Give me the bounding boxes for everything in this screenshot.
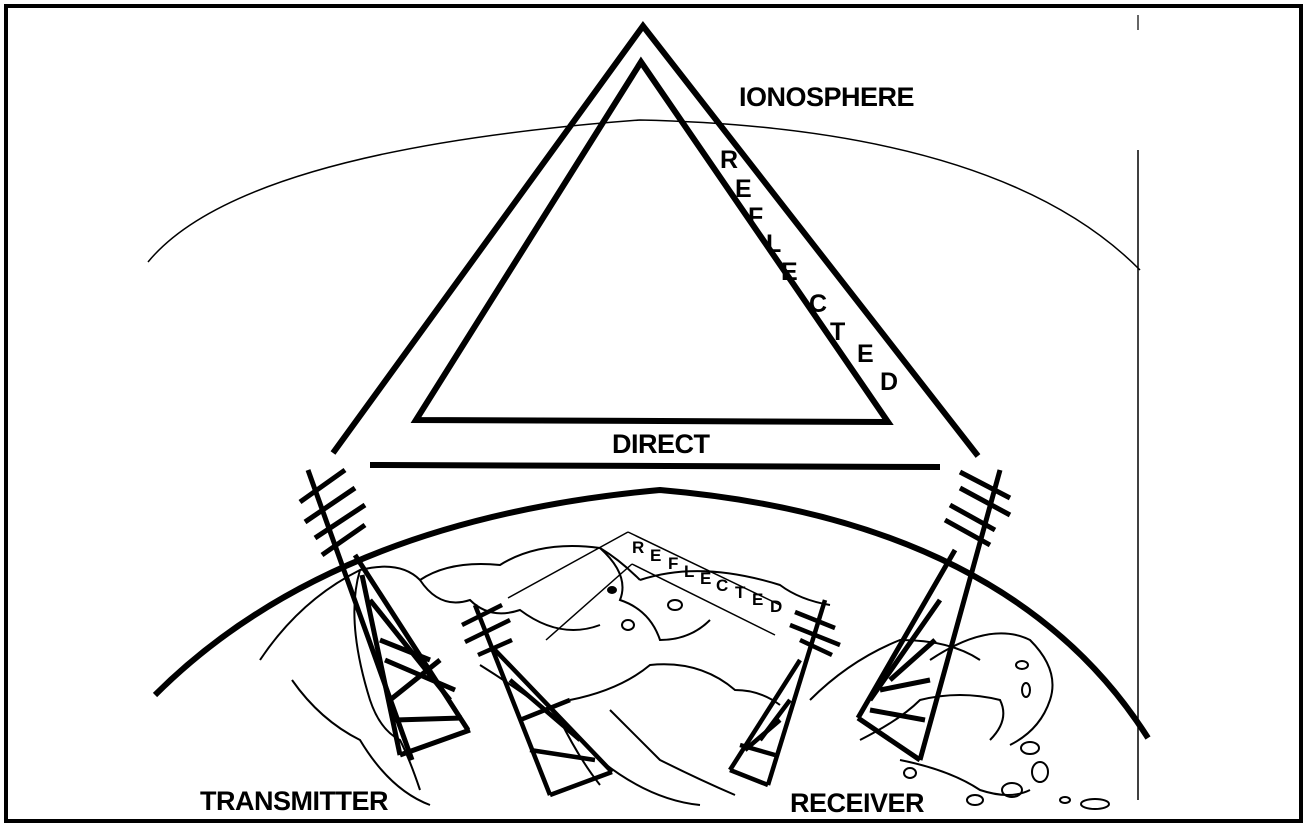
transmitter-label: TRANSMITTER: [200, 786, 388, 816]
ionosphere-label: IONOSPHERE: [739, 82, 914, 112]
reflected-large-letter: F: [748, 203, 763, 231]
reflected-small-letter: T: [735, 583, 746, 602]
receiver-tower-small: [730, 600, 840, 785]
reflected-small-letter: L: [684, 562, 694, 581]
reflected-large-letter: T: [830, 318, 845, 346]
reflected-small-letter: D: [770, 597, 782, 616]
reflected-large-letter: E: [735, 175, 752, 203]
transmitter-tower-small: [462, 605, 612, 795]
reflected-small-letter: C: [716, 576, 728, 595]
earth-horizon: [155, 490, 1148, 738]
diagram-border: [6, 6, 1301, 821]
reflected-large-letter: E: [781, 258, 798, 286]
reflected-label-large: R E F L E C T E D: [720, 146, 898, 396]
reflected-small-letter: F: [668, 554, 678, 573]
reflected-label-small: R E F L E C T E D: [632, 538, 782, 616]
reflected-large-letter: E: [857, 340, 874, 368]
ionosphere-arc: [148, 120, 1140, 270]
reflected-small-letter: R: [632, 538, 644, 557]
reflected-small-letter: E: [650, 546, 661, 565]
direct-path-line: [370, 465, 940, 467]
continent-outlines: [260, 546, 1109, 809]
receiver-label: RECEIVER: [790, 788, 924, 818]
reflected-large-letter: D: [880, 368, 898, 396]
reflected-large-letter: R: [720, 146, 738, 174]
reflected-small-letter: E: [700, 569, 711, 588]
reflected-large-letter: C: [809, 290, 827, 318]
receiver-tower-large: [858, 470, 1010, 760]
reflected-small-letter: E: [752, 590, 763, 609]
reflected-large-letter: L: [766, 230, 781, 258]
direct-label: DIRECT: [612, 429, 711, 459]
